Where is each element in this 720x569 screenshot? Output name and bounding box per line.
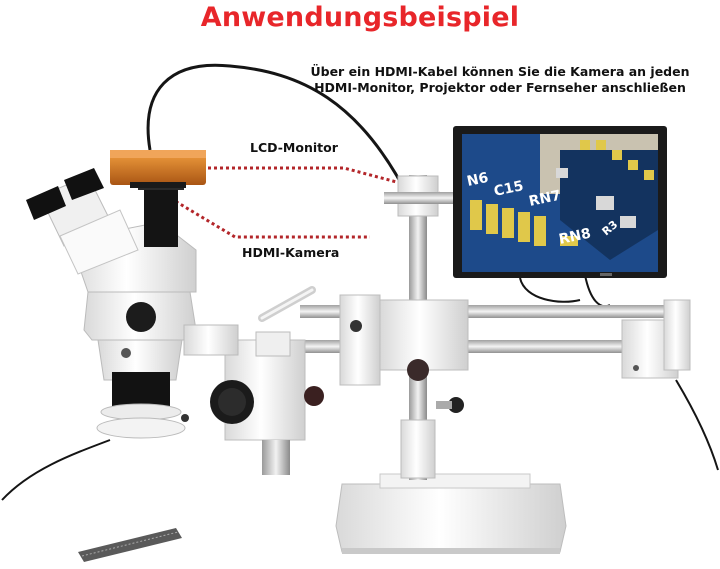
label-lcd-monitor: LCD-Monitor: [250, 140, 338, 155]
monitor-cable: [519, 277, 581, 303]
description-line-2: HDMI-Monitor, Projektor oder Fernseher a…: [314, 80, 686, 95]
label-hdmi-camera: HDMI-Kamera: [242, 245, 340, 260]
pointer-hdmi-camera: [149, 184, 370, 239]
hdmi-camera: [110, 150, 206, 188]
screen-label-rn7: RN7: [528, 188, 563, 210]
screen-label-c15: C15: [493, 178, 525, 200]
description-line-1: Über ein HDMI-Kabel können Sie die Kamer…: [310, 64, 690, 79]
monitor-cable-2: [584, 274, 611, 308]
description: Über ein HDMI-Kabel können Sie die Kamer…: [282, 64, 718, 96]
lcd-monitor: N6 C15 RN7 RN8 R3: [453, 126, 667, 278]
power-cable-right: [675, 379, 719, 471]
screen-label-rn8: RN8: [558, 226, 593, 248]
memory-module: [78, 528, 182, 562]
hdmi-cable-top: [146, 63, 412, 201]
power-cable-left: [1, 439, 111, 501]
eyepieces: [26, 168, 139, 275]
page-title: Anwendungsbeispiel: [200, 2, 520, 33]
stand-base: [335, 483, 567, 553]
screen-label-n6: N6: [466, 170, 490, 190]
